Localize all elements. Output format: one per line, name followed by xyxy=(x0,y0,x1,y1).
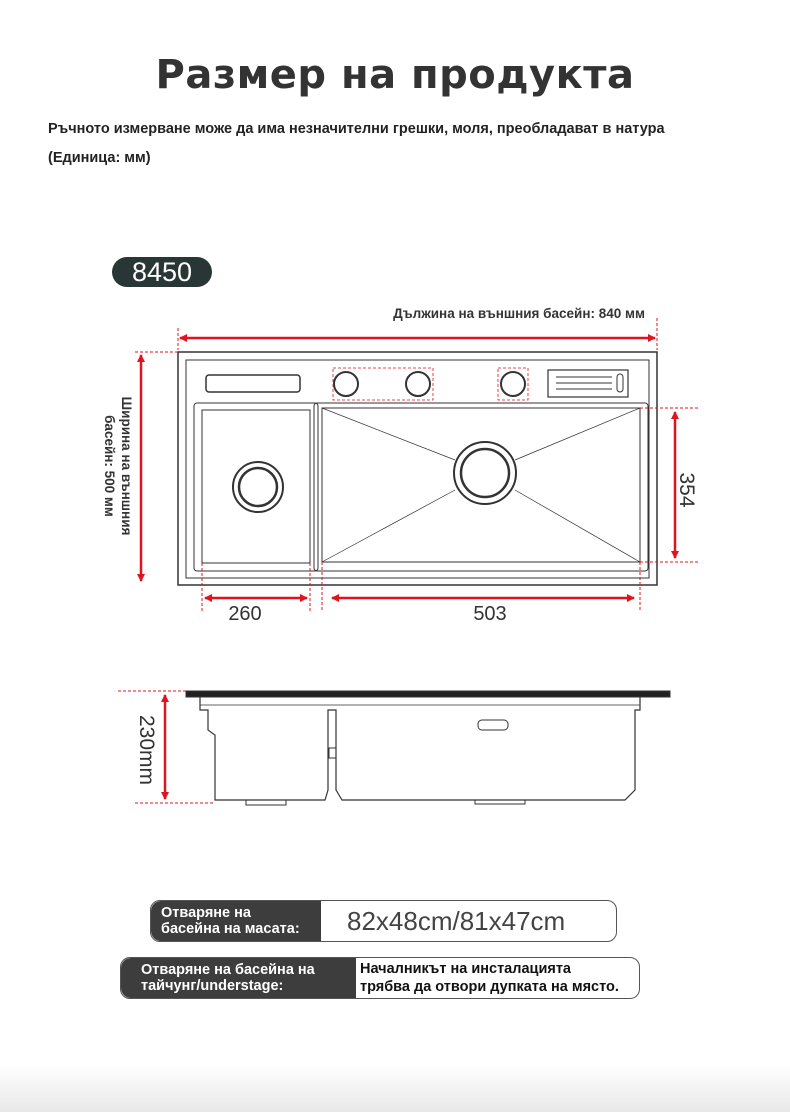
spec-label-line: Отваряне на басейна на xyxy=(141,962,315,978)
cutting-slot xyxy=(205,374,301,393)
sink-outline xyxy=(177,351,658,586)
unit-note: (Единица: мм) xyxy=(48,150,151,166)
basin-profile xyxy=(199,697,641,801)
spec-value-line: трябва да отвори дупката на място. xyxy=(360,979,619,995)
height-label: 230mm xyxy=(135,715,158,785)
spec-label-line: тайчунг/understage: xyxy=(141,978,284,994)
large-basin xyxy=(321,407,641,563)
top-view: Дължина на външния басейн: 840 мм xyxy=(102,306,700,625)
page-footer-shade xyxy=(0,1065,790,1112)
large-basin-rim xyxy=(313,402,649,572)
page-title: Размер на продукта xyxy=(155,52,635,98)
small-basin xyxy=(201,409,311,564)
spec-value-line: Началникът на инсталацията xyxy=(360,961,571,977)
width-label-line1: Ширина на външния xyxy=(119,397,134,536)
spec-label: Отваряне на басейна на масата: xyxy=(151,901,321,941)
knob xyxy=(405,371,431,397)
large-basin-width: 503 xyxy=(473,603,506,625)
side-view: 230mm xyxy=(118,690,671,806)
depth-label: 354 xyxy=(675,472,698,507)
countertop-plate xyxy=(185,690,671,698)
drain xyxy=(453,441,517,505)
knob xyxy=(333,371,359,397)
small-basin-width: 260 xyxy=(228,603,261,625)
width-label-line2: басейн: 500 мм xyxy=(102,415,117,517)
spec-label-line: Отваряне на xyxy=(161,905,251,921)
length-label: Дължина на външния басейн: 840 мм xyxy=(393,306,645,321)
spec-value: 82x48cm/81x47cm xyxy=(347,905,566,936)
measurement-note: Ръчното измерване може да има незначител… xyxy=(48,121,665,137)
spec-label: Отваряне на басейна на тайчунг/understag… xyxy=(121,958,356,998)
spec-row-undermount-opening: Отваряне на басейна на тайчунг/understag… xyxy=(120,957,640,999)
spec-row-table-opening: Отваряне на басейна на масата: 82x48cm/8… xyxy=(150,900,617,942)
spec-value: Началникът на инсталацията трябва да отв… xyxy=(356,960,619,996)
small-basin-rim xyxy=(193,402,319,572)
spec-label-line: басейна на масата: xyxy=(161,921,300,937)
model-badge: 8450 xyxy=(112,257,212,287)
knob xyxy=(500,371,526,397)
drain xyxy=(232,461,284,513)
soap-dispenser xyxy=(547,369,629,398)
